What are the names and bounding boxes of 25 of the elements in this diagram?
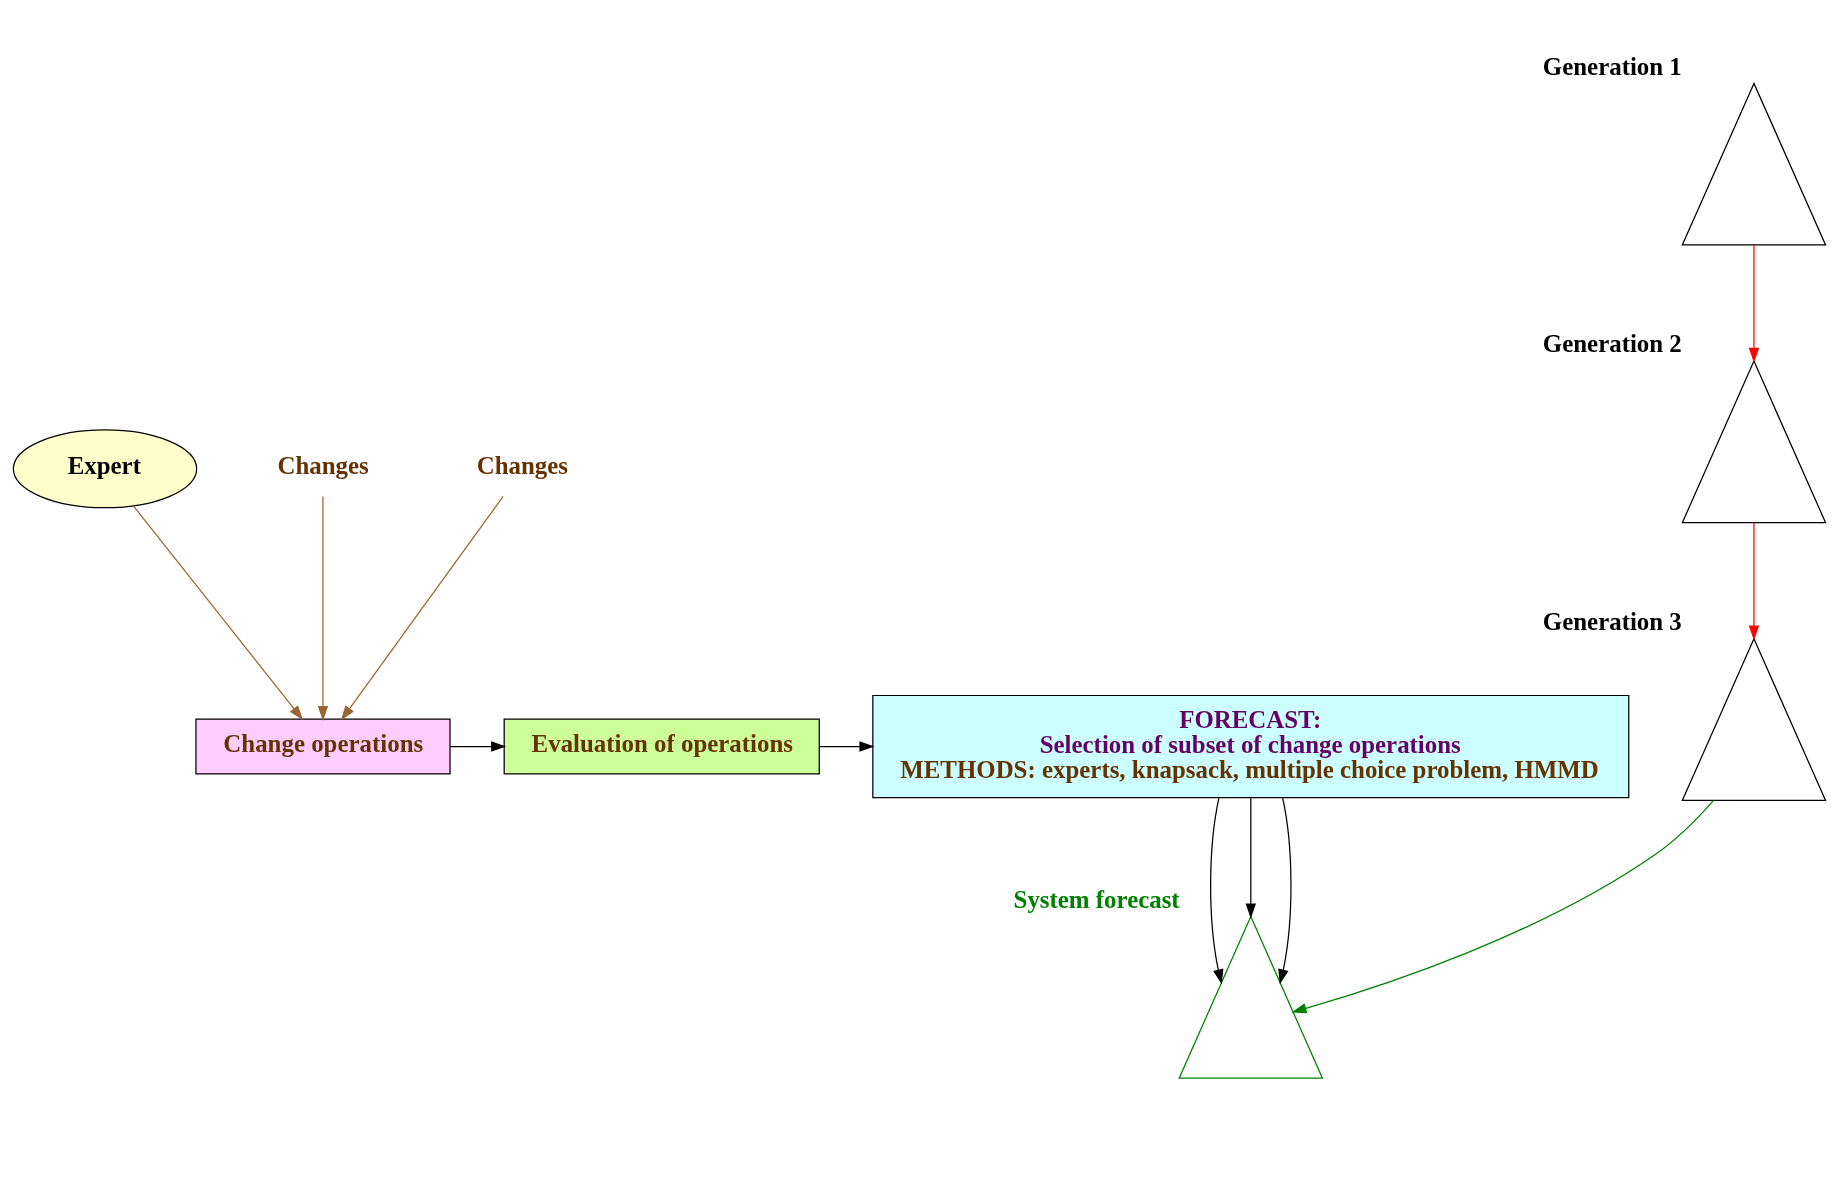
arrow (1210, 796, 1224, 984)
node-label: System forecast (1013, 885, 1180, 913)
node-box: FORECAST: Selection of subset of change operations METHODS: experts, knapsack, multiple choice problem, HMMD (872, 694, 1630, 798)
node-triangle (1681, 359, 1827, 523)
node-ellipse: Expert (12, 428, 198, 508)
arrow (449, 740, 507, 752)
node-box: Evaluation of operations (503, 718, 820, 775)
node-text: Changes (277, 451, 369, 479)
node-label: Generation 2 (1542, 329, 1682, 357)
arrow (340, 495, 504, 721)
arrow (1278, 796, 1292, 984)
node-text: Changes (476, 451, 569, 479)
node-triangle (1681, 81, 1827, 246)
node-triangle (1178, 914, 1324, 1079)
arrow (317, 495, 329, 721)
node-triangle (1681, 636, 1827, 801)
node-box: Change operations (195, 718, 451, 775)
arrow (1245, 796, 1257, 918)
arrow (1748, 243, 1760, 363)
node-label: Generation 3 (1542, 607, 1682, 635)
arrow (1291, 799, 1714, 1013)
arrow (132, 504, 304, 720)
node-label: Generation 1 (1542, 52, 1682, 80)
arrow (818, 740, 875, 752)
arrow (1748, 521, 1760, 640)
